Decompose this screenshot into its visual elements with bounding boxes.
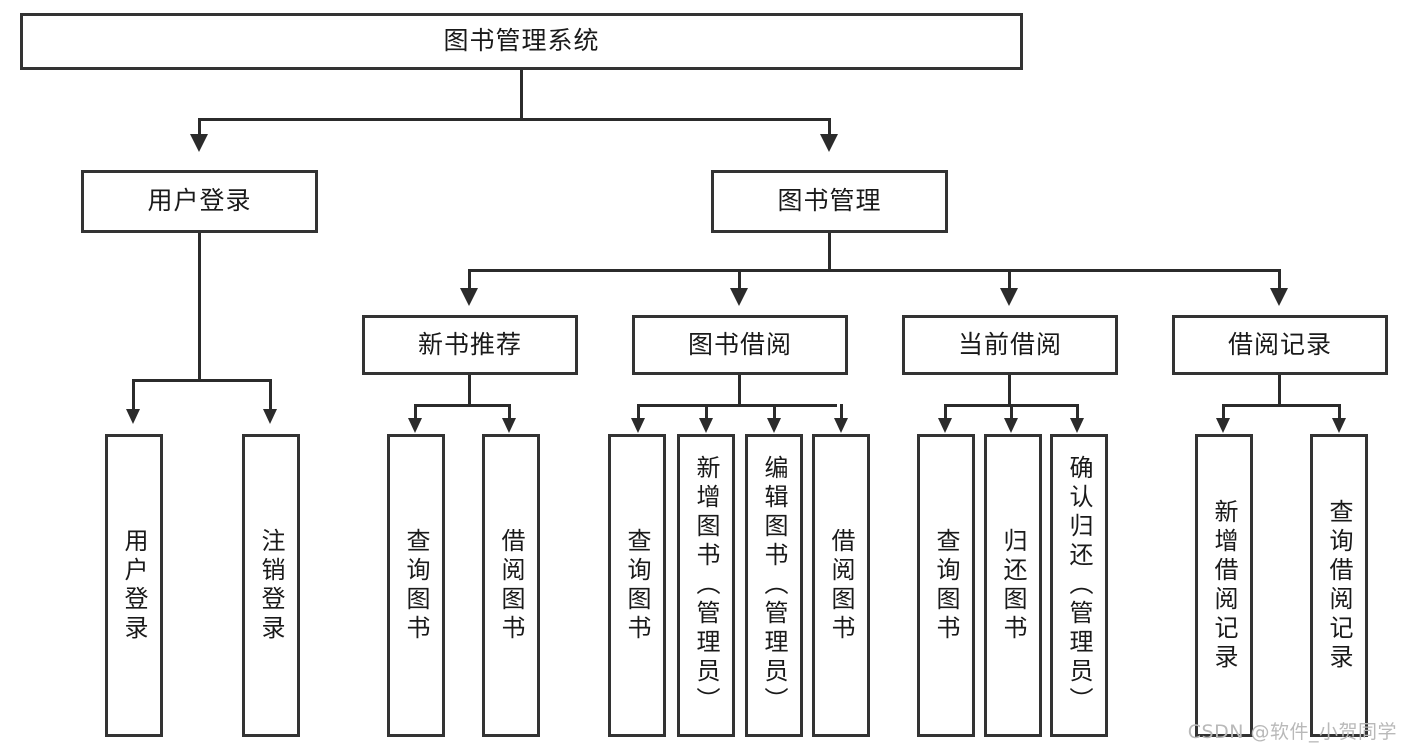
node-new-book-recommend[interactable]: 新书推荐 (362, 315, 578, 375)
arrow-br-to-leaf-2 (1332, 418, 1346, 433)
node-label: 编辑图书（管理员） (760, 455, 788, 716)
arrow-bm-to-current-borrow (1000, 288, 1018, 306)
connector-br-to-leaf-1 (1222, 404, 1225, 420)
arrow-user-login-to-leaf-2 (263, 409, 277, 424)
connector-cb-to-leaf-3 (1076, 404, 1079, 420)
connector-bm-to-current-borrow (1008, 269, 1011, 291)
connector-user-login-stem (198, 233, 201, 381)
connector-bm-to-new-book (468, 269, 471, 291)
node-label: 图书管理系统 (443, 26, 600, 56)
node-label: 图书借阅 (687, 329, 792, 359)
connector-user-login-to-leaf-2 (269, 379, 272, 411)
connector-root-stem (520, 70, 523, 118)
node-leaf-borrow-book[interactable]: 借阅图书 (812, 434, 870, 737)
node-label: 查询图书 (402, 527, 430, 644)
node-leaf-confirm-return-admin[interactable]: 确认归还（管理员） (1050, 434, 1108, 737)
node-label: 新书推荐 (417, 329, 522, 359)
node-label: 确认归还（管理员） (1065, 455, 1093, 716)
node-label: 新增借阅记录 (1210, 498, 1238, 673)
node-label: 用户登录 (147, 186, 252, 216)
node-label: 借阅记录 (1227, 329, 1332, 359)
arrow-bm-to-book-borrow (730, 288, 748, 306)
arrow-bb-to-leaf-1 (631, 418, 645, 433)
arrow-bm-to-borrow-record (1270, 288, 1288, 306)
connector-bm-to-book-borrow (738, 269, 741, 291)
node-leaf-borrow-book-recommend[interactable]: 借阅图书 (482, 434, 540, 737)
arrow-bb-to-leaf-4 (834, 418, 848, 433)
connector-nbr-stem (468, 375, 471, 406)
node-current-borrow[interactable]: 当前借阅 (902, 315, 1118, 375)
arrow-cb-to-leaf-1 (938, 418, 952, 433)
node-leaf-logout[interactable]: 注销登录 (242, 434, 300, 737)
node-label: 注销登录 (257, 527, 285, 644)
node-label: 查询图书 (932, 527, 960, 644)
node-label: 归还图书 (999, 527, 1027, 644)
arrow-bm-to-new-book (460, 288, 478, 306)
connector-br-bus (1222, 404, 1341, 407)
connector-book-management-stem (828, 233, 831, 271)
node-book-borrow[interactable]: 图书借阅 (632, 315, 848, 375)
connector-cb-stem (1008, 375, 1011, 406)
node-user-login[interactable]: 用户登录 (81, 170, 318, 233)
node-root-book-management-system[interactable]: 图书管理系统 (20, 13, 1023, 70)
arrow-cb-to-leaf-3 (1070, 418, 1084, 433)
connector-bm-to-borrow-record (1278, 269, 1281, 291)
node-label: 借阅图书 (827, 527, 855, 644)
arrow-user-login-to-leaf-1 (126, 409, 140, 424)
arrow-cb-to-leaf-2 (1004, 418, 1018, 433)
node-leaf-user-login[interactable]: 用户登录 (105, 434, 163, 737)
csdn-watermark: CSDN @软件_小贺同学 (1187, 721, 1397, 743)
connector-book-management-bus (468, 269, 1280, 272)
arrow-br-to-leaf-1 (1216, 418, 1230, 433)
arrow-nbr-to-leaf-2 (502, 418, 516, 433)
arrow-root-to-user-login (190, 134, 208, 152)
arrow-bb-to-leaf-2 (699, 418, 713, 433)
connector-cb-to-leaf-1 (944, 404, 947, 420)
connector-br-to-leaf-2 (1338, 404, 1341, 420)
node-leaf-return-book[interactable]: 归还图书 (984, 434, 1042, 737)
connector-bb-to-leaf-3 (773, 404, 776, 420)
connector-bb-stem (738, 375, 741, 406)
connector-nbr-to-leaf-1 (414, 404, 417, 420)
connector-nbr-bus (414, 404, 510, 407)
arrow-nbr-to-leaf-1 (408, 418, 422, 433)
connector-br-stem (1278, 375, 1281, 406)
node-leaf-add-borrow-record[interactable]: 新增借阅记录 (1195, 434, 1253, 737)
arrow-bb-to-leaf-3 (767, 418, 781, 433)
node-label: 借阅图书 (497, 527, 525, 644)
connector-bb-to-leaf-1 (637, 404, 640, 420)
node-borrow-record[interactable]: 借阅记录 (1172, 315, 1388, 375)
connector-root-to-user-login (198, 118, 201, 136)
node-leaf-query-book-borrow[interactable]: 查询图书 (608, 434, 666, 737)
arrow-root-to-book-management (820, 134, 838, 152)
node-label: 当前借阅 (957, 329, 1062, 359)
node-leaf-query-book-recommend[interactable]: 查询图书 (387, 434, 445, 737)
connector-bb-to-leaf-2 (705, 404, 708, 420)
connector-user-login-bus (132, 379, 271, 382)
node-label: 查询图书 (623, 527, 651, 644)
node-leaf-edit-book-admin[interactable]: 编辑图书（管理员） (745, 434, 803, 737)
connector-bb-to-leaf-4 (840, 404, 843, 420)
node-label: 新增图书（管理员） (692, 455, 720, 716)
connector-root-to-book-management (828, 118, 831, 136)
node-leaf-query-book-current[interactable]: 查询图书 (917, 434, 975, 737)
connector-bb-bus (637, 404, 837, 407)
node-leaf-query-borrow-record[interactable]: 查询借阅记录 (1310, 434, 1368, 737)
node-label: 图书管理 (777, 186, 882, 216)
node-book-management[interactable]: 图书管理 (711, 170, 948, 233)
node-leaf-add-book-admin[interactable]: 新增图书（管理员） (677, 434, 735, 737)
node-label: 用户登录 (120, 527, 148, 644)
connector-nbr-to-leaf-2 (508, 404, 511, 420)
connector-root-bus (198, 118, 831, 121)
connector-cb-to-leaf-2 (1010, 404, 1013, 420)
node-label: 查询借阅记录 (1325, 498, 1353, 673)
connector-user-login-to-leaf-1 (132, 379, 135, 411)
